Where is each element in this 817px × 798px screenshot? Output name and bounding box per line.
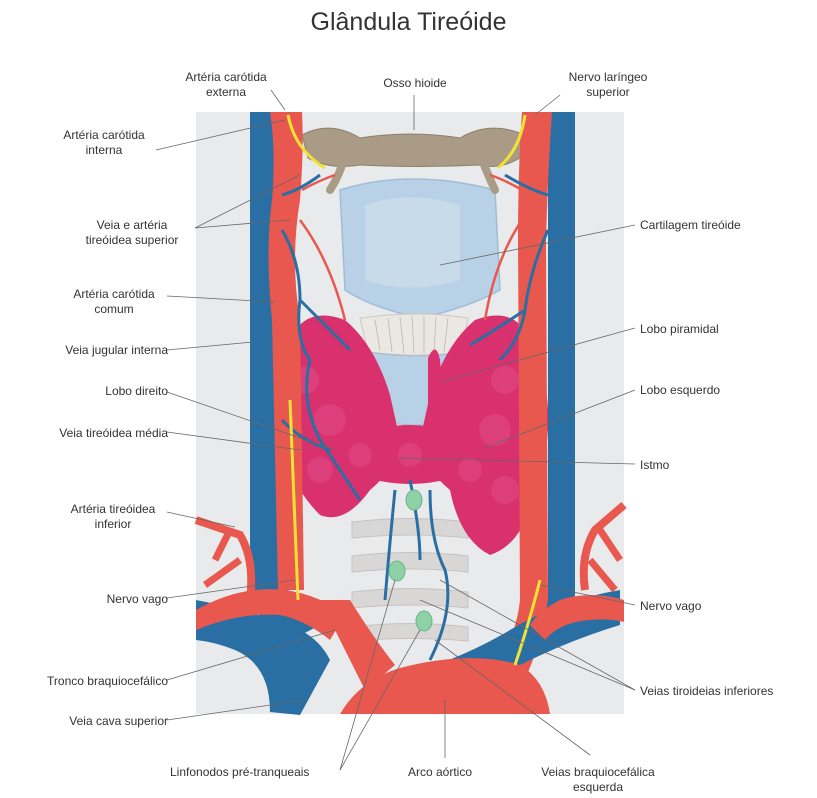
label-line: Artéria carótida [172,70,280,85]
label-line: superior [558,85,658,100]
label-line: tireóidea superior [68,233,196,248]
label-line: Nervo laríngeo [558,70,658,85]
label-veia-arteria-superior: Veia e artéria tireóidea superior [68,218,196,248]
label-line: externa [172,85,280,100]
label-line: esquerda [528,780,668,795]
label-nervo-laringeo: Nervo laríngeo superior [558,70,658,100]
lymph-node-2 [389,561,405,581]
label-tronco: Tronco braquiocefálico [4,674,168,689]
label-line: interna [50,143,158,158]
label-osso-hioide: Osso hioide [370,76,460,91]
label-cava: Veia cava superior [4,714,168,729]
label-jugular: Veia jugular interna [20,343,168,358]
label-cartilagem: Cartilagem tireóide [640,218,741,233]
label-carotida-comum: Artéria carótida comum [60,287,168,317]
label-arteria-inferior: Artéria tireóidea inferior [58,502,168,532]
label-lobo-direito: Lobo direito [20,384,168,399]
label-linfonodos: Linfonodos pré-tranqueais [170,765,309,780]
label-nervo-vago-r: Nervo vago [640,599,701,614]
label-carotida-externa: Artéria carótida externa [172,70,280,100]
label-lobo-esquerdo: Lobo esquerdo [640,383,720,398]
label-carotida-interna: Artéria carótida interna [50,128,158,158]
lymph-node-3 [416,611,432,631]
label-line: Veia e artéria [68,218,196,233]
label-istmo: Istmo [640,458,669,473]
label-arco: Arco aórtico [408,765,472,780]
label-line: comum [60,302,168,317]
hyoid-bone [302,128,525,166]
label-line: inferior [58,517,168,532]
lymph-node-1 [406,490,422,510]
label-line: Veias braquiocefálica [528,765,668,780]
label-line: Artéria carótida [60,287,168,302]
label-line: Artéria tireóidea [58,502,168,517]
label-veias-inferiores: Veias tiroideias inferiores [640,684,773,699]
label-lobo-piramidal: Lobo piramidal [640,322,719,337]
label-braquio: Veias braquiocefálica esquerda [528,765,668,795]
label-nervo-vago-l: Nervo vago [20,592,168,607]
label-line: Artéria carótida [50,128,158,143]
label-veia-media: Veia tireóidea média [20,426,168,441]
